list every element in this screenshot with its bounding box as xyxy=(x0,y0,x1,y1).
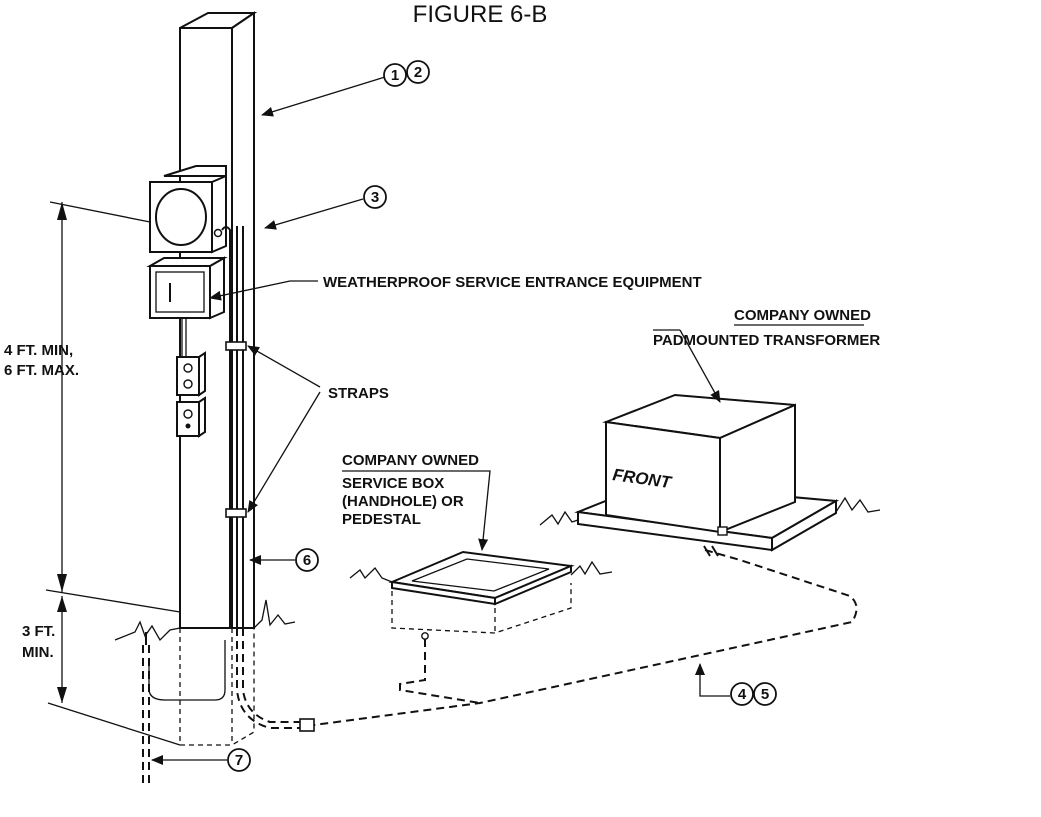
height-dim-line1: 4 FT. MIN, xyxy=(4,342,73,359)
depth-dimension xyxy=(47,596,181,746)
callout-6: 6 xyxy=(295,548,319,572)
height-dim-line2: 6 FT. MAX. xyxy=(4,362,79,379)
strap-upper xyxy=(225,341,247,351)
transformer-label-line2: PADMOUNTED TRANSFORMER xyxy=(653,332,880,349)
underground-service-cable xyxy=(313,545,858,726)
callout-5: 5 xyxy=(753,682,777,706)
callout-1: 1 xyxy=(383,63,407,87)
callout-2: 2 xyxy=(406,60,430,84)
receptacle-box-upper xyxy=(176,351,206,397)
service-box-label-line2: SERVICE BOX xyxy=(342,475,444,492)
service-box-handhole xyxy=(388,550,575,704)
conduit-straps xyxy=(225,341,247,518)
svg-text:4: 4 xyxy=(738,686,747,703)
depth-dim-line2: MIN. xyxy=(22,644,54,661)
service-entrance-label: WEATHERPROOF SERVICE ENTRANCE EQUIPMENT xyxy=(323,274,702,291)
grass-at-post xyxy=(114,599,296,642)
receptacle-box-lower xyxy=(176,396,206,438)
post-below-grade xyxy=(179,628,255,746)
service-riser-conduit xyxy=(221,226,315,732)
svg-text:1: 1 xyxy=(391,67,399,84)
svg-text:7: 7 xyxy=(235,752,243,769)
svg-text:6: 6 xyxy=(303,552,311,569)
svg-text:3: 3 xyxy=(371,189,379,206)
strap-lower xyxy=(225,508,247,518)
transformer-label-line1: COMPANY OWNED xyxy=(734,307,871,324)
service-box-label-line4: PEDESTAL xyxy=(342,511,421,528)
svg-text:5: 5 xyxy=(761,686,769,703)
callout-7: 7 xyxy=(227,748,251,772)
callout-4: 4 xyxy=(730,682,754,706)
padmounted-transformer: FRONT xyxy=(574,393,840,552)
grass-at-service-box xyxy=(349,560,613,583)
straps-label: STRAPS xyxy=(328,385,389,402)
depth-dim-line1: 3 FT. xyxy=(22,623,55,640)
service-box-label-line3: (HANDHOLE) OR xyxy=(342,493,464,510)
service-entrance-equipment-box xyxy=(146,256,228,320)
meter-socket xyxy=(149,165,227,254)
figure-title: FIGURE 6-B xyxy=(413,1,548,28)
ground-rod xyxy=(142,632,226,785)
svg-text:2: 2 xyxy=(414,64,422,81)
meter-glass xyxy=(155,188,207,246)
height-dimension xyxy=(45,201,181,613)
callout-3: 3 xyxy=(363,185,387,209)
branch-conduit xyxy=(181,318,187,357)
service-box-label-line1: COMPANY OWNED xyxy=(342,452,479,469)
grass-at-transformer xyxy=(539,496,881,526)
